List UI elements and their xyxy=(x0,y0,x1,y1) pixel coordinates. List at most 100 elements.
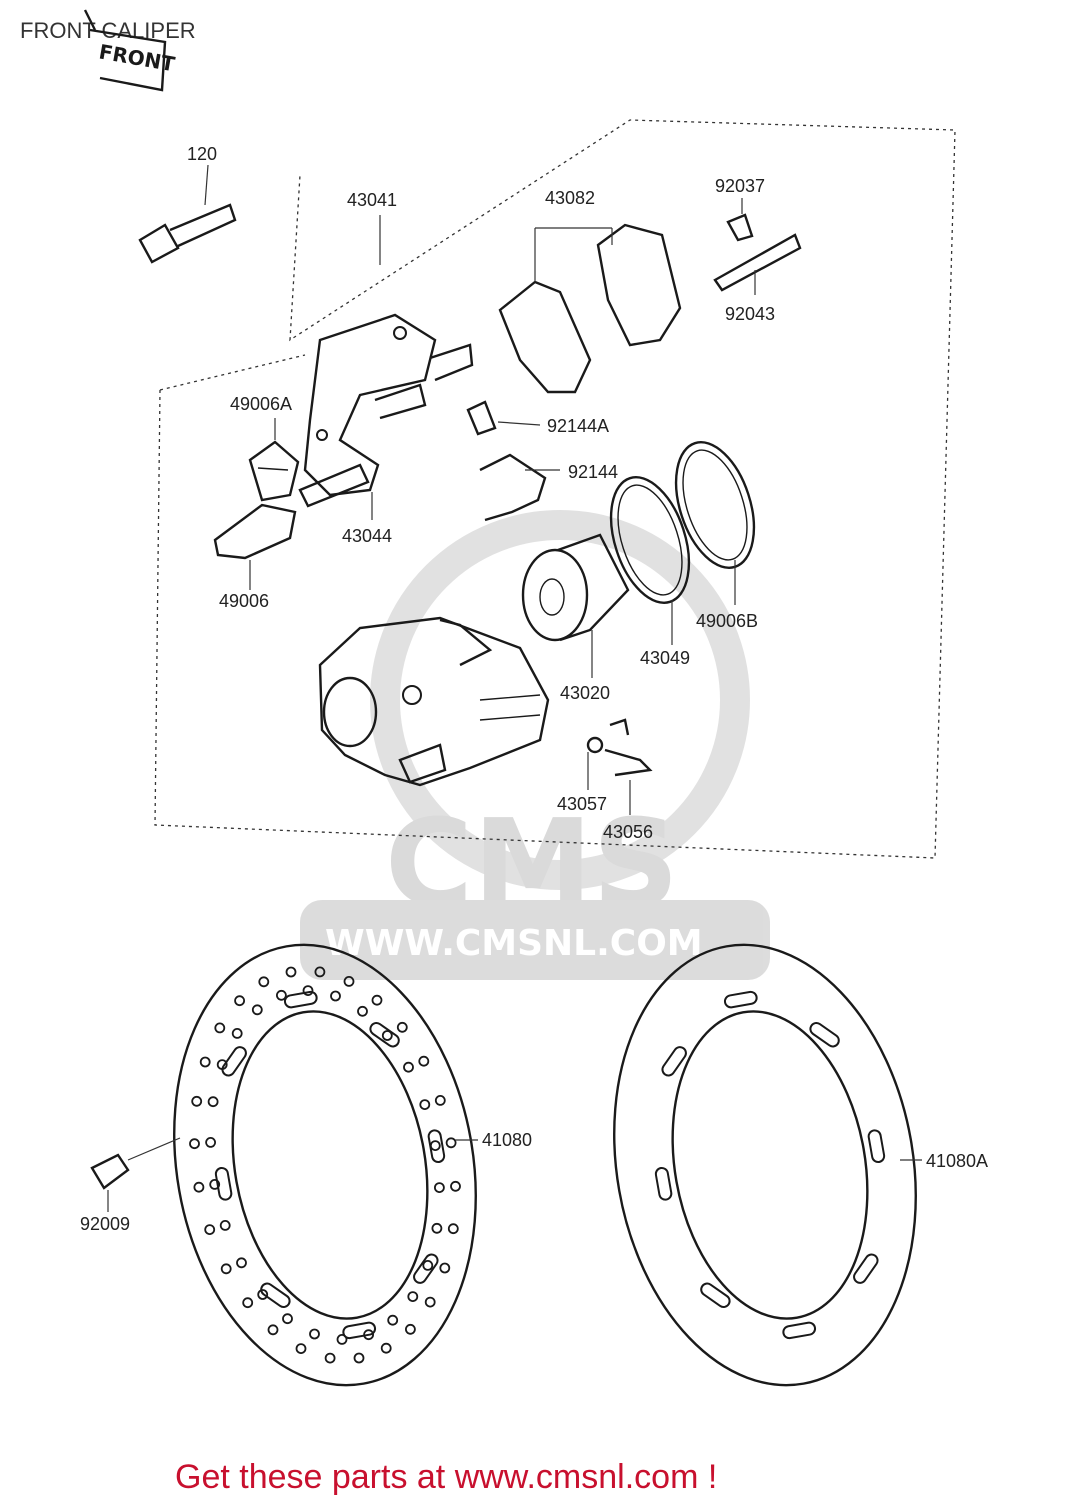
perforation-hole xyxy=(242,1297,254,1309)
perforation-hole xyxy=(314,966,326,978)
label-49006B: 49006B xyxy=(696,611,758,631)
perforation-hole xyxy=(431,1222,443,1234)
bracket-43041 xyxy=(303,215,474,497)
perforation-hole xyxy=(205,1137,217,1148)
boot-49006A xyxy=(248,418,300,502)
perforation-hole xyxy=(199,1056,211,1068)
perforation-hole xyxy=(343,976,355,987)
pads-43082 xyxy=(498,223,682,394)
perforation-hole xyxy=(336,1334,348,1345)
footer-cta: Get these parts at www.cmsnl.com ! xyxy=(175,1458,717,1496)
perforation-hole xyxy=(204,1224,216,1235)
label-92144: 92144 xyxy=(568,462,618,482)
disc-slot xyxy=(661,1046,687,1077)
plate-92144 xyxy=(479,453,560,522)
label-92009: 92009 xyxy=(80,1214,130,1234)
perforation-hole xyxy=(371,994,383,1006)
disc-slot xyxy=(654,1166,673,1201)
perforation-hole xyxy=(419,1099,431,1110)
label-43020: 43020 xyxy=(560,683,610,703)
disc-slot xyxy=(413,1253,439,1284)
label-43049: 43049 xyxy=(640,648,690,668)
perforation-hole xyxy=(275,989,287,1001)
page-title: FRONT CALIPER xyxy=(20,18,196,43)
perforation-hole xyxy=(422,1260,434,1271)
disc-slot xyxy=(283,990,318,1009)
perforation-hole xyxy=(219,1220,231,1231)
perforation-hole xyxy=(434,1095,446,1106)
label-41080A: 41080A xyxy=(926,1151,988,1171)
perforation-hole xyxy=(220,1263,232,1275)
perforation-hole xyxy=(353,1352,365,1364)
perforation-hole xyxy=(404,1323,416,1335)
caliper-body xyxy=(318,616,550,787)
disc-slots xyxy=(654,990,886,1340)
perforation-hole xyxy=(258,976,270,988)
disc-slot xyxy=(723,990,758,1009)
clip-92037 xyxy=(726,198,754,242)
perforation-hole xyxy=(257,1289,269,1300)
label-92043: 92043 xyxy=(725,304,775,324)
label-120: 120 xyxy=(187,144,217,164)
perforation-hole xyxy=(439,1262,451,1274)
perforation-hole xyxy=(403,1061,414,1073)
perforation-hole xyxy=(234,995,246,1007)
seal-49006 xyxy=(213,503,297,590)
label-43044: 43044 xyxy=(342,526,392,546)
disc-slot xyxy=(369,1021,400,1048)
perforation-hole xyxy=(450,1180,461,1192)
disc-perforations xyxy=(189,966,461,1364)
perforation-hole xyxy=(295,1343,307,1354)
piston-43020 xyxy=(521,533,630,678)
label-43057: 43057 xyxy=(557,794,607,814)
perforation-hole xyxy=(209,1179,221,1190)
label-43082: 43082 xyxy=(545,188,595,208)
disc-slot xyxy=(782,1321,817,1340)
bolt-92009 xyxy=(90,1137,181,1212)
perforation-hole xyxy=(445,1137,457,1149)
perforation-hole xyxy=(433,1182,445,1193)
label-49006: 49006 xyxy=(219,591,269,611)
label-41080: 41080 xyxy=(482,1130,532,1150)
disc-slot xyxy=(342,1321,377,1340)
disc-slot xyxy=(853,1253,879,1284)
perforation-hole xyxy=(282,1313,293,1325)
label-92037: 92037 xyxy=(715,176,765,196)
perforation-hole xyxy=(424,1296,436,1308)
disc-slot xyxy=(867,1129,886,1164)
disc-slot xyxy=(809,1021,840,1048)
label-43041: 43041 xyxy=(347,190,397,210)
bleeder-43056 xyxy=(586,718,653,815)
perforation-hole xyxy=(309,1328,320,1340)
perforation-hole xyxy=(447,1223,459,1235)
perforation-hole xyxy=(407,1291,419,1302)
watermark-ring xyxy=(370,510,750,890)
disc-slot xyxy=(214,1166,233,1201)
disc-slot xyxy=(427,1129,446,1164)
perforation-hole xyxy=(231,1028,243,1039)
perforation-hole xyxy=(302,985,314,996)
perforation-hole xyxy=(381,1030,393,1041)
assembly-frame xyxy=(154,119,956,859)
perforation-hole xyxy=(189,1138,200,1150)
pin-92043 xyxy=(713,233,802,295)
label-92144A: 92144A xyxy=(547,416,609,436)
perforation-hole xyxy=(214,1022,226,1034)
label-43056: 43056 xyxy=(603,822,653,842)
label-49006A: 49006A xyxy=(230,394,292,414)
perforation-hole xyxy=(251,1004,263,1016)
perforation-hole xyxy=(207,1096,219,1108)
disc-slot xyxy=(700,1282,731,1309)
cms-watermark: CMS WWW.CMSNL.COM xyxy=(300,510,770,980)
disc-slot xyxy=(260,1282,291,1309)
perforation-hole xyxy=(387,1314,399,1326)
pin-43044 xyxy=(298,463,373,520)
perforation-hole xyxy=(236,1257,247,1269)
perforation-hole xyxy=(330,990,341,1002)
perforation-hole xyxy=(267,1324,279,1336)
perforation-hole xyxy=(324,1352,336,1364)
perforation-hole xyxy=(191,1095,203,1107)
perforation-hole xyxy=(380,1342,392,1354)
disc-41080A xyxy=(613,943,922,1387)
watermark-url-box xyxy=(300,900,770,980)
